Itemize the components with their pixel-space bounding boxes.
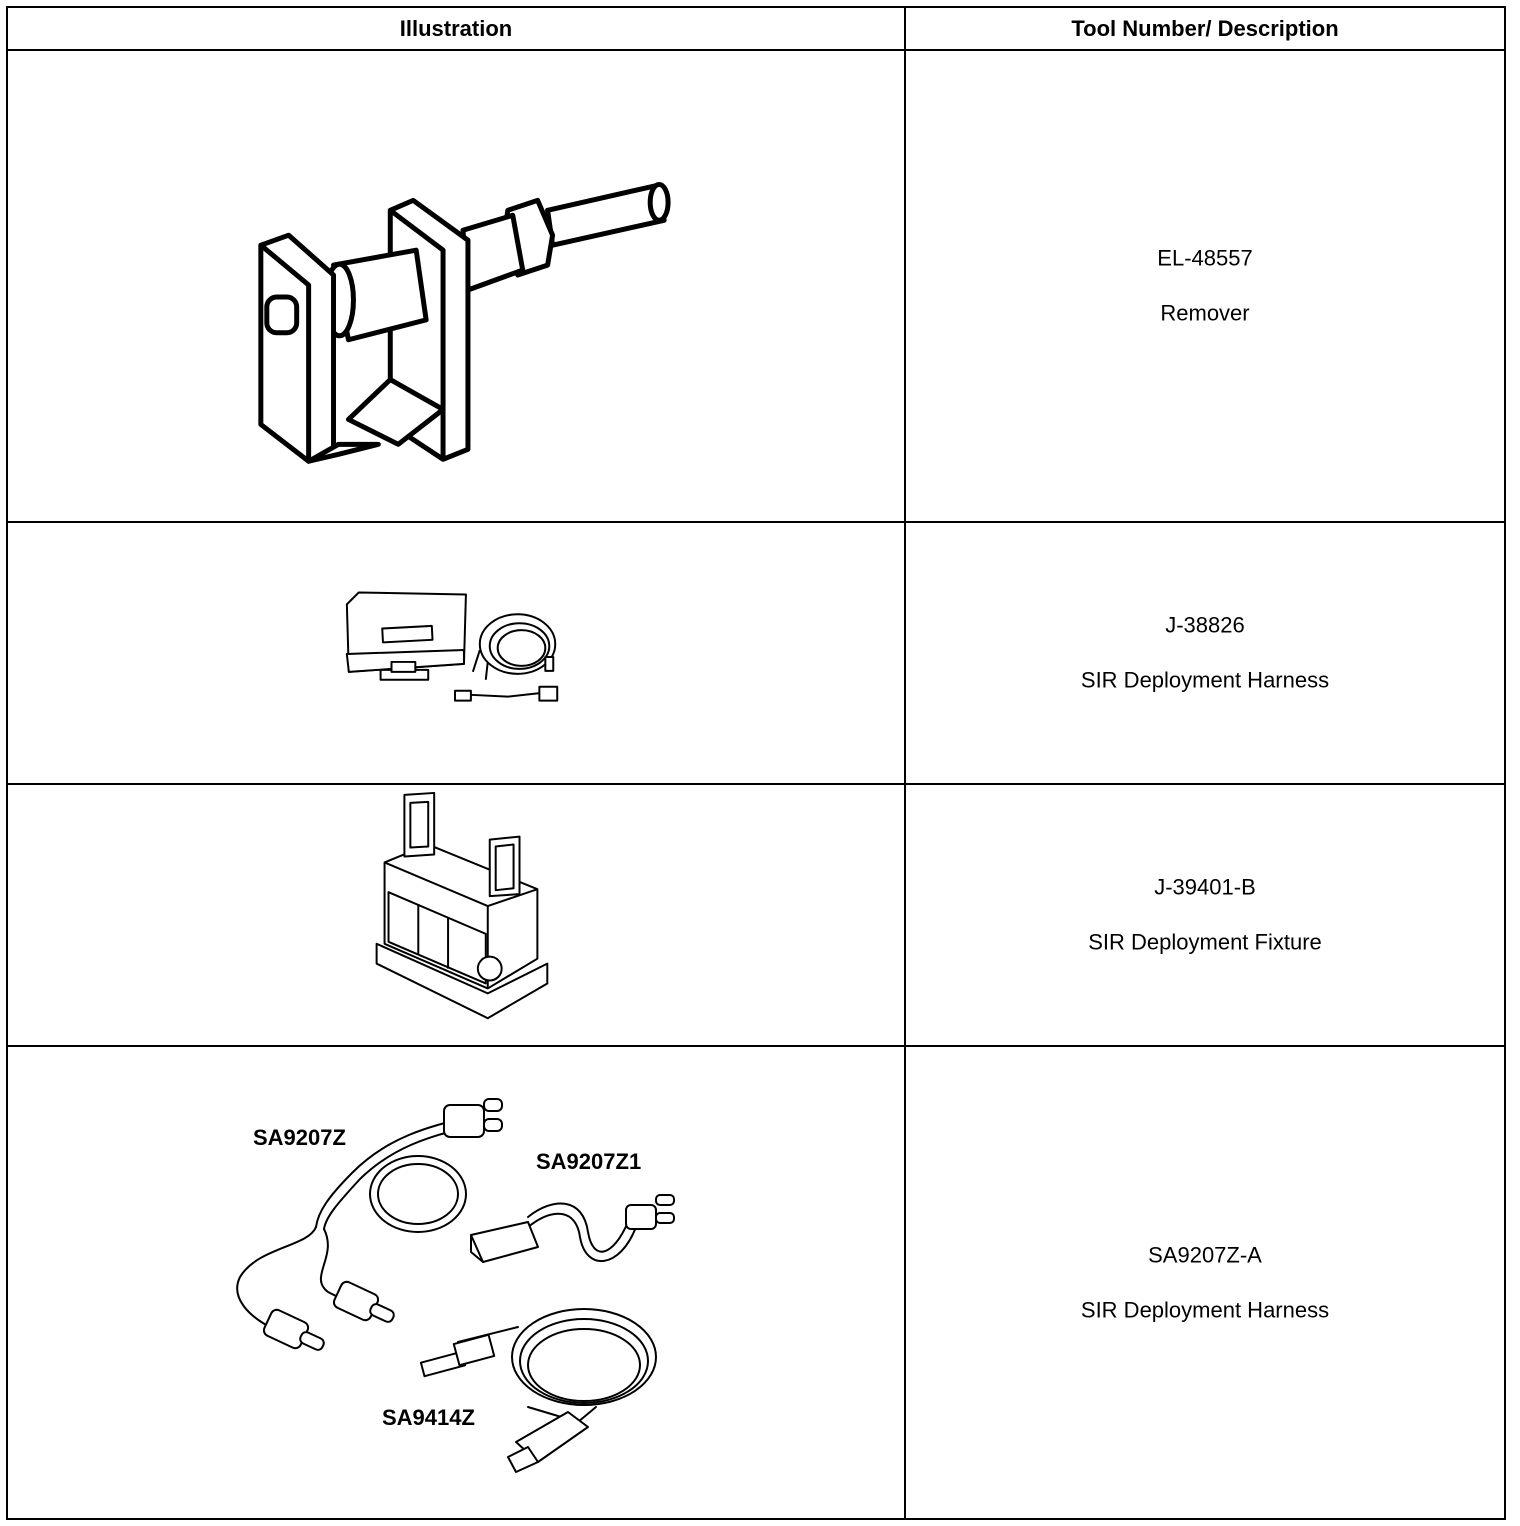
illustration-cell	[8, 523, 906, 783]
tool-number: J-39401-B	[1154, 874, 1256, 900]
table-header-row: Illustration Tool Number/ Description	[8, 8, 1504, 51]
remover-tool-illustration	[258, 181, 671, 464]
deployment-harness-set-illustration	[236, 1098, 675, 1473]
header-tool-number-description: Tool Number/ Description	[1071, 15, 1339, 41]
tools-table: Illustration Tool Number/ Description	[6, 6, 1506, 1520]
tool-description-cell: J-39401-B SIR Deployment Fixture	[906, 785, 1504, 1045]
tool-number: EL-48557	[1157, 245, 1253, 271]
table-row: J-38826 SIR Deployment Harness	[8, 523, 1504, 785]
callout-sa9414z: SA9414Z	[382, 1405, 475, 1430]
callout-sa9207z1: SA9207Z1	[536, 1149, 642, 1174]
tool-description: SIR Deployment Harness	[1080, 1297, 1330, 1322]
tool-description: SIR Deployment Harness	[1080, 667, 1330, 693]
callout-sa9207z: SA9207Z	[253, 1125, 346, 1150]
illustration-cell: SA9207Z SA9207Z1 SA9414Z	[8, 1047, 906, 1518]
tool-description: Remover	[1160, 300, 1250, 326]
table-row: EL-48557 Remover	[8, 51, 1504, 523]
table-row: SA9207Z SA9207Z1 SA9414Z SA9207Z-A SIR D…	[8, 1047, 1504, 1518]
tool-description-cell: EL-48557 Remover	[906, 51, 1504, 521]
header-illustration: Illustration	[8, 8, 906, 49]
table-row: J-39401-B SIR Deployment Fixture	[8, 785, 1504, 1047]
tool-description-cell: J-38826 SIR Deployment Harness	[906, 523, 1504, 783]
tool-description-cell: SA9207Z-A SIR Deployment Harness	[906, 1047, 1504, 1518]
illustration-cell	[8, 785, 906, 1045]
deployment-harness-kit-illustration	[345, 591, 559, 702]
tool-number: J-38826	[1165, 612, 1245, 638]
illustration-cell	[8, 51, 906, 521]
deployment-fixture-illustration	[375, 791, 549, 1020]
tool-description: SIR Deployment Fixture	[1088, 929, 1322, 955]
tool-number: SA9207Z-A	[1148, 1242, 1262, 1267]
